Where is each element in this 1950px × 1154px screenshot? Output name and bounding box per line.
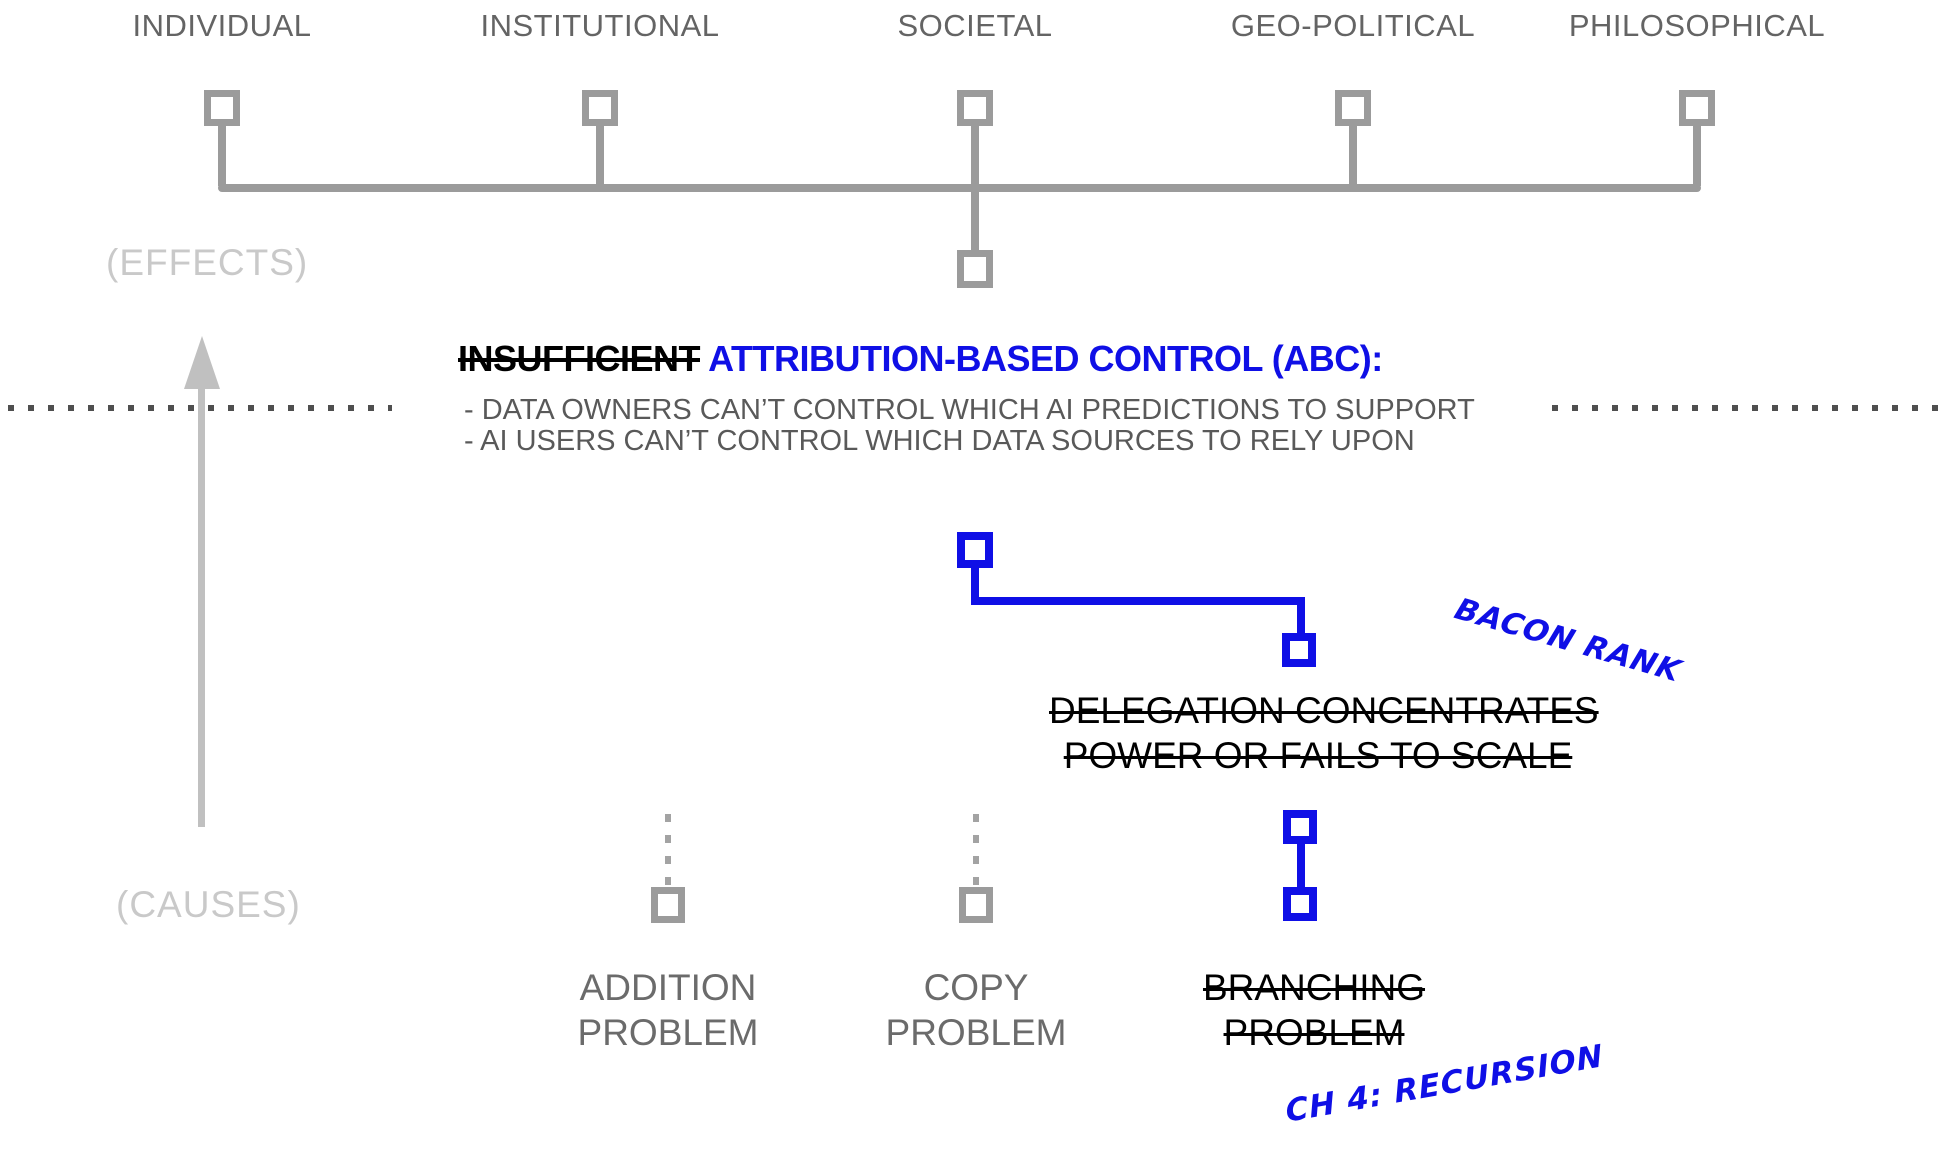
scope-node-square-institutional <box>582 90 618 126</box>
problem-label-addition: ADDITION PROBLEM <box>468 965 868 1055</box>
copy-line2: PROBLEM <box>885 1012 1067 1053</box>
abc-bullet-data-owners: - DATA OWNERS CAN’T CONTROL WHICH AI PRE… <box>464 394 1475 426</box>
abc-bullet-ai-users: - AI USERS CAN’T CONTROL WHICH DATA SOUR… <box>464 425 1415 457</box>
delegation-connector-square-top <box>957 532 993 568</box>
scope-node-stub-geopolitical <box>1349 124 1357 186</box>
branching-line2: PROBLEM <box>1223 1012 1405 1053</box>
scope-node-stub-individual <box>218 124 226 186</box>
addition-node-square <box>651 887 685 923</box>
delegation-connector-drop2 <box>1297 605 1305 637</box>
addition-line1: ADDITION <box>579 967 757 1008</box>
dotted-divider-right <box>1552 405 1944 411</box>
delegation-connector-horizontal <box>971 597 1305 605</box>
societal-drop-square <box>957 250 993 288</box>
delegation-connector-square-bottom <box>1282 633 1316 667</box>
causes-to-effects-arrow-shaft <box>198 386 205 827</box>
problem-label-branching: BRANCHING PROBLEM <box>1114 965 1514 1055</box>
scope-label-philosophical: PHILOSOPHICAL <box>1568 8 1826 43</box>
scope-node-square-philosophical <box>1679 90 1715 126</box>
bacon-rank-annotation: BACON RANK <box>1450 592 1686 690</box>
abc-heading-title: ATTRIBUTION-BASED CONTROL (ABC): <box>700 338 1383 379</box>
scope-node-square-societal <box>957 90 993 126</box>
branching-line1: BRANCHING <box>1202 967 1426 1008</box>
scope-node-square-geopolitical <box>1335 90 1371 126</box>
effects-axis-label: (EFFECTS) <box>106 242 309 283</box>
scope-label-individual: INDIVIDUAL <box>132 8 312 43</box>
scope-label-societal: SOCIETAL <box>897 8 1053 43</box>
causes-axis-label: (CAUSES) <box>116 884 301 925</box>
scope-node-stub-societal <box>971 124 979 186</box>
scope-label-geopolitical: GEO-POLITICAL <box>1230 8 1476 43</box>
copy-node-square <box>959 887 993 923</box>
scope-node-square-individual <box>204 90 240 126</box>
abc-bullet-list: - DATA OWNERS CAN’T CONTROL WHICH AI PRE… <box>464 395 1475 457</box>
branching-blue-link <box>1297 842 1305 889</box>
causes-to-effects-arrow-head <box>184 336 220 389</box>
abc-heading: INSUFFICIENT ATTRIBUTION-BASED CONTROL (… <box>458 338 1383 380</box>
abc-heading-struck-word: INSUFFICIENT <box>458 338 701 379</box>
scope-node-stub-philosophical <box>1693 124 1701 186</box>
addition-dotted-link <box>665 814 671 886</box>
copy-dotted-link <box>973 814 979 886</box>
delegation-note-line1: DELEGATION CONCENTRATES <box>1049 690 1599 731</box>
copy-line1: COPY <box>923 967 1029 1008</box>
scope-node-stub-institutional <box>596 124 604 186</box>
scope-label-institutional: INSTITUTIONAL <box>480 8 720 43</box>
effects-bracket-line <box>218 184 1701 192</box>
addition-line2: PROBLEM <box>577 1012 759 1053</box>
delegation-note-line2: POWER OR FAILS TO SCALE <box>1063 735 1573 776</box>
problem-label-copy: COPY PROBLEM <box>776 965 1176 1055</box>
societal-drop-stub <box>971 190 979 250</box>
branching-blue-square-top <box>1283 810 1317 844</box>
delegation-connector-drop <box>971 566 979 601</box>
branching-blue-square-bottom <box>1283 887 1317 921</box>
delegation-note: DELEGATION CONCENTRATES POWER OR FAILS T… <box>1043 688 1599 778</box>
